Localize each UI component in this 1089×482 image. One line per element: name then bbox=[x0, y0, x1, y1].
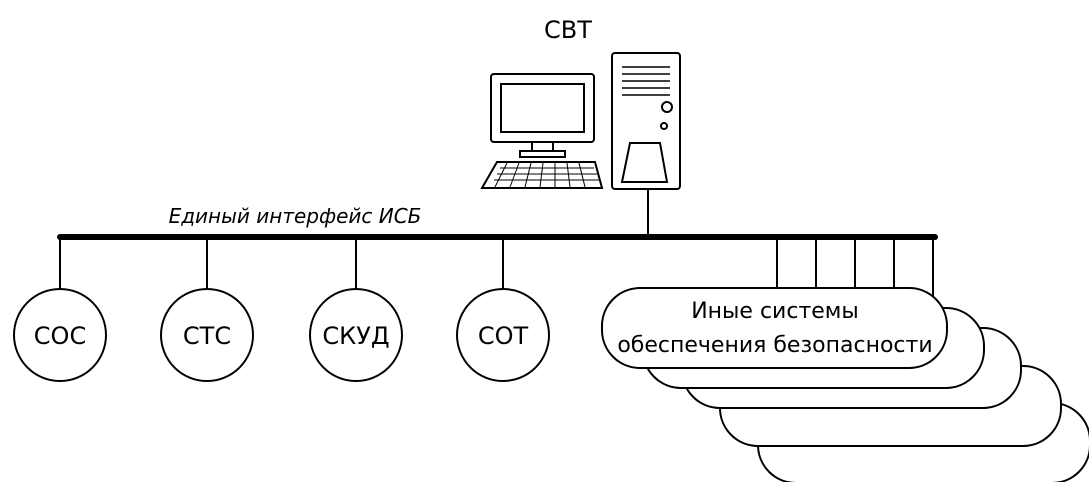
node-label: СОС bbox=[34, 322, 86, 350]
other-systems-label-line1: Иные системы bbox=[691, 299, 859, 324]
node-circle bbox=[309, 288, 403, 382]
node-label: СОТ bbox=[478, 322, 529, 350]
keyboard-keys bbox=[494, 162, 599, 188]
computer-label: СВТ bbox=[544, 16, 592, 44]
subsystem-sts: СТС bbox=[160, 237, 254, 382]
monitor-neck bbox=[531, 141, 554, 152]
node-label: СТС bbox=[183, 322, 231, 350]
subsystem-sos: СОС bbox=[13, 237, 107, 382]
stack-card-1 bbox=[601, 287, 948, 369]
other-systems-label-line2: обеспечения безопасности bbox=[617, 333, 932, 358]
node-label: СКУД bbox=[322, 322, 389, 350]
monitor-base bbox=[519, 150, 566, 158]
reset-button bbox=[660, 122, 668, 130]
node-circle bbox=[13, 288, 107, 382]
keyboard bbox=[480, 161, 604, 189]
system-unit bbox=[611, 52, 681, 190]
subsystem-sot: СОТ bbox=[456, 237, 550, 382]
node-circle bbox=[456, 288, 550, 382]
monitor-screen bbox=[500, 83, 585, 133]
subsystem-skud: СКУД bbox=[309, 237, 403, 382]
other-systems-stack bbox=[601, 287, 1089, 482]
power-button bbox=[661, 101, 673, 113]
bus-label: Единый интерфейс ИСБ bbox=[169, 204, 422, 228]
other-systems-connectors bbox=[776, 237, 934, 300]
drive-bays bbox=[622, 66, 670, 96]
node-circle bbox=[160, 288, 254, 382]
front-panel bbox=[620, 142, 669, 183]
computer-icon bbox=[480, 52, 681, 190]
